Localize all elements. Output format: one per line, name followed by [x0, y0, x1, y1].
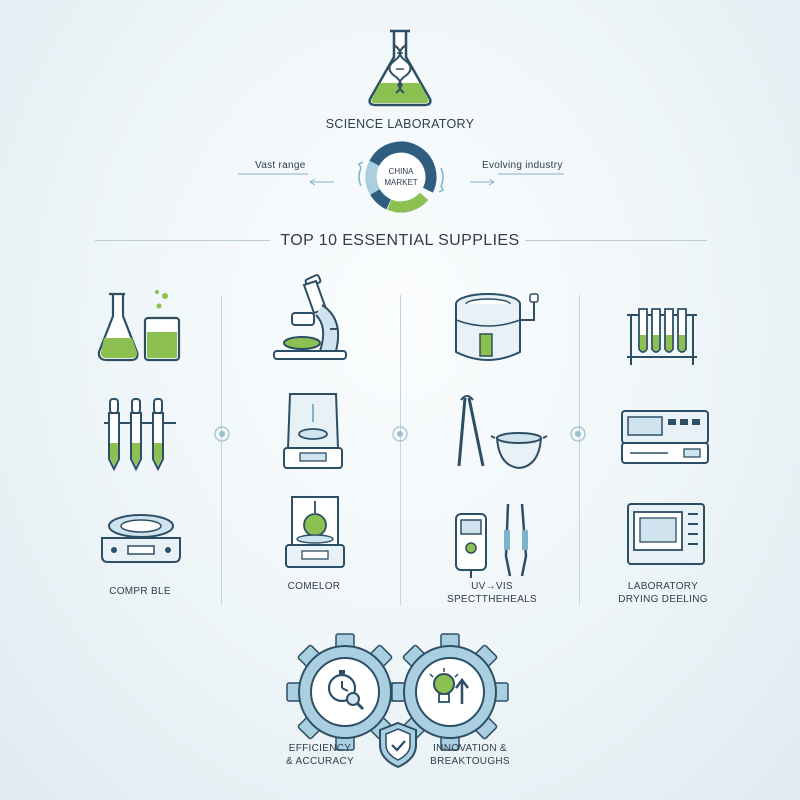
flask-beaker-icon — [97, 290, 181, 362]
column-3-caption-line-2: SPECTTHEHEALS — [446, 594, 538, 605]
china-market-ring: CHINA MARKET — [357, 141, 445, 213]
column-divider-2 — [400, 295, 401, 605]
efficiency-caption: EFFICIENCY & ACCURACY — [260, 742, 380, 768]
column-divider-3 — [579, 295, 580, 605]
gears-graphic — [286, 633, 509, 769]
analytical-balance-icon — [283, 393, 343, 469]
lightbulb-arrow-icon — [429, 668, 469, 704]
water-bath-icon — [455, 293, 539, 361]
shield-check-icon — [379, 721, 417, 769]
test-tube-rack-icon — [627, 308, 697, 365]
lab-instrument-icon — [621, 410, 709, 464]
microscope-icon — [273, 274, 347, 360]
divider-dot-1 — [214, 426, 230, 442]
page-title: SCIENCE LABORATORY — [325, 117, 475, 131]
divider-dot-3 — [570, 426, 586, 442]
right-arrow-icon — [470, 173, 564, 186]
badge-line-2: MARKET — [384, 178, 417, 187]
column-divider-1 — [221, 295, 222, 605]
tongs-crucible-icon — [457, 395, 548, 470]
innovation-caption-line-1: INNOVATION & — [433, 743, 507, 754]
badge-line-1: CHINA — [389, 167, 415, 176]
column-3-caption: UV→VIS SPECTTHEHEALS — [407, 580, 577, 606]
pipettes-icon — [104, 398, 176, 472]
divider-dot-2 — [392, 426, 408, 442]
heading-rule-right — [525, 240, 707, 241]
left-arrow-icon — [238, 173, 334, 186]
column-1-caption: COMPR BLE — [109, 586, 171, 597]
right-note: Evolving industry — [482, 160, 563, 171]
precision-scale-icon — [285, 496, 345, 568]
stopwatch-magnifier-icon — [327, 670, 365, 711]
efficiency-caption-line-1: EFFICIENCY — [288, 743, 352, 754]
efficiency-caption-line-2: & ACCURACY — [285, 756, 354, 767]
column-3-caption-line-1: UV→VIS — [471, 581, 513, 592]
heading-rule-left — [95, 240, 270, 241]
column-4-caption-line-1: LABORATORY — [627, 581, 699, 592]
column-4-caption: LABORATORY DRYING DEELING — [578, 580, 748, 606]
dna-flask-icon — [368, 29, 432, 107]
drying-oven-icon — [627, 503, 705, 565]
innovation-caption-line-2: BREAKTOUGHS — [430, 756, 510, 767]
hot-plate-icon — [101, 514, 181, 563]
column-4-caption-line-2: DRYING DEELING — [618, 594, 708, 605]
innovation-caption: INNOVATION & BREAKTOUGHS — [410, 742, 530, 768]
left-note: Vast range — [255, 160, 306, 171]
column-2-caption: COMELOR — [287, 581, 341, 592]
section-heading: TOP 10 ESSENTIAL SUPPLIES — [280, 232, 520, 249]
spectrometer-tweezers-icon — [455, 503, 528, 578]
gear-right-icon — [391, 633, 509, 751]
